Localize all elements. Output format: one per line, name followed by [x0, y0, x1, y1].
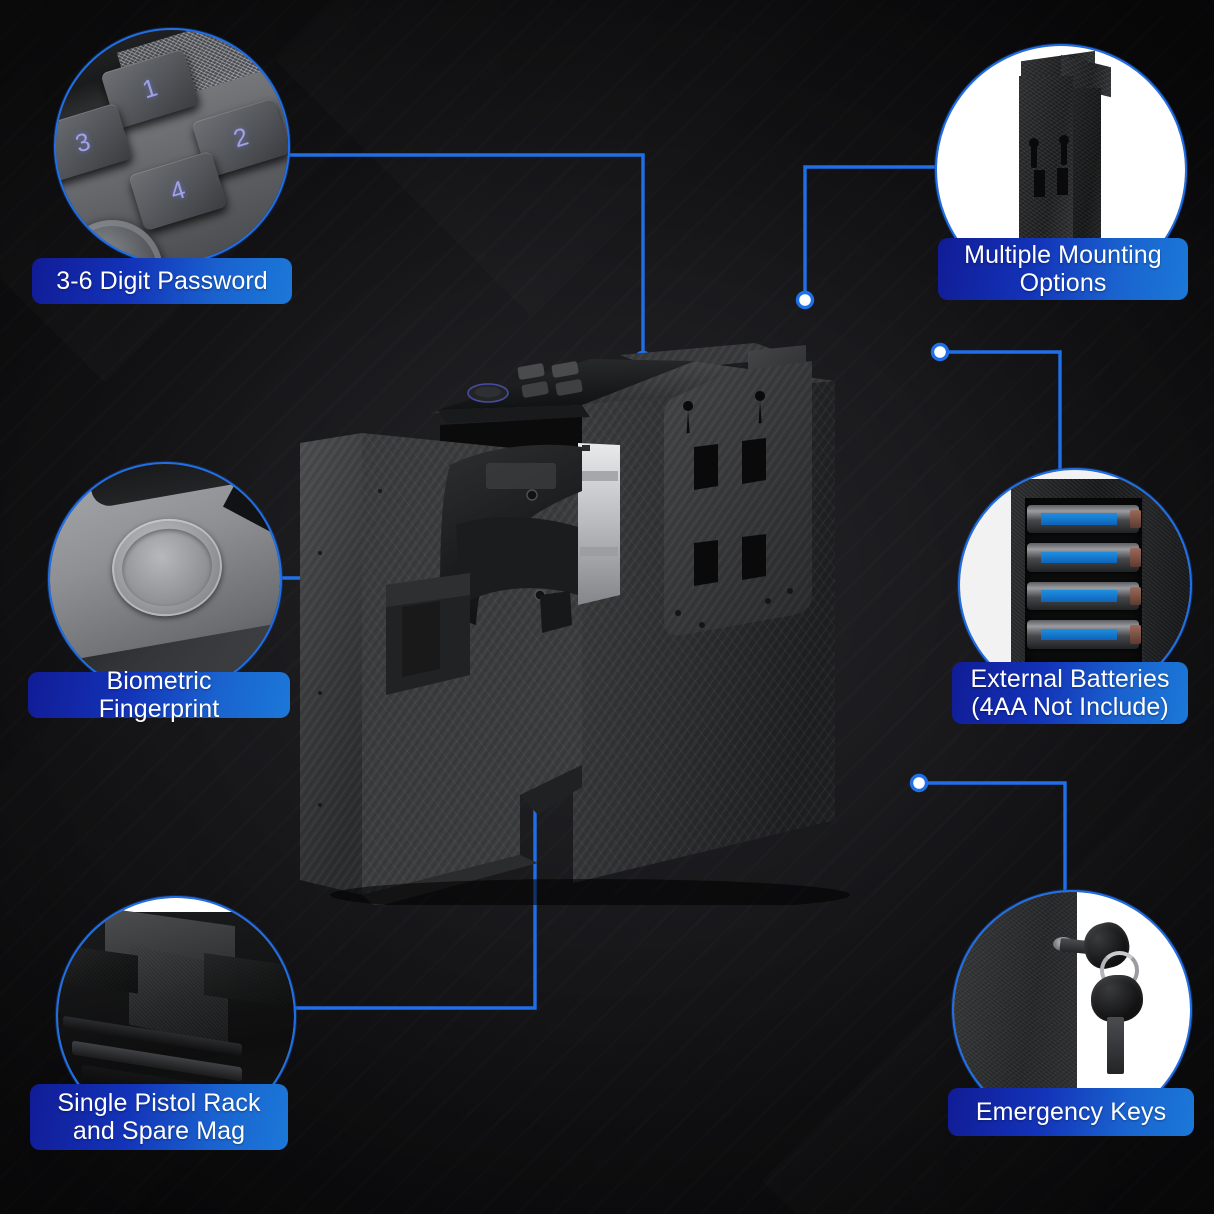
- product-shadow: [330, 879, 850, 911]
- badge-mounting-line2: Options: [1019, 269, 1107, 297]
- callout-fingerprint: [48, 462, 282, 696]
- badge-mounting: Multiple Mounting Options: [938, 238, 1188, 300]
- badge-fingerprint-label: Biometric Fingerprint: [98, 666, 220, 723]
- hanging-key-head: [1090, 974, 1143, 1022]
- bracket-slot-right-circle: [1059, 135, 1069, 146]
- battery-cell-4: [1027, 620, 1141, 649]
- dot-batteries: [930, 342, 950, 362]
- connector-batteries: [938, 350, 1062, 472]
- spare-magazine: [386, 573, 470, 695]
- battery-tray-photo: [960, 470, 1190, 700]
- bracket-slot-lower-right: [1057, 167, 1069, 195]
- battery-well: [1024, 498, 1142, 666]
- badge-batteries-line1: External Batteries: [970, 664, 1170, 693]
- pistol-lower: [456, 516, 578, 605]
- fingerprint-photo: [50, 464, 280, 694]
- product-handgun-safe: [290, 295, 950, 911]
- bracket-slot-left-circle: [1029, 137, 1040, 148]
- connector-password: [284, 153, 645, 355]
- pistol-grip-texture: [486, 463, 556, 489]
- badge-pistol-rack: Single Pistol Rack and Spare Mag: [30, 1084, 288, 1150]
- badge-keys-label: Emergency Keys: [975, 1097, 1167, 1126]
- keypad-buttons: [517, 361, 583, 398]
- badge-rack-line1: Single Pistol Rack: [57, 1088, 261, 1117]
- drawer-bottom-inner: [520, 765, 582, 815]
- badge-emergency-keys: Emergency Keys: [948, 1088, 1194, 1136]
- pistol-slide-serrations: [580, 471, 618, 481]
- keypad-photo: 1 2 3 4: [56, 30, 288, 262]
- drawer-screws: [318, 489, 382, 807]
- badge-rack-line2: and Spare Mag: [72, 1117, 246, 1145]
- keypad-panel-lip: [438, 405, 590, 423]
- mounting-bracket: [664, 345, 812, 636]
- battery-cell-2: [1027, 543, 1141, 572]
- dot-keys: [909, 773, 929, 793]
- badge-batteries: External Batteries (4AA Not Include): [952, 662, 1188, 724]
- safe-body-edge: [1144, 470, 1190, 700]
- battery-cell-1: [1027, 504, 1141, 534]
- mag-release: [540, 591, 572, 633]
- dot-mounting: [795, 290, 815, 310]
- badge-mounting-line1: Multiple Mounting: [964, 240, 1162, 269]
- bracket-plate-side: [1073, 88, 1101, 267]
- battery-cell-3: [1027, 581, 1141, 611]
- connector-keys: [917, 781, 1067, 902]
- bracket-slot-lower-left: [1033, 170, 1045, 198]
- bracket-slot-left-top: [1031, 142, 1038, 168]
- bracket-screws: [675, 588, 793, 628]
- hanging-key-blade: [1107, 1017, 1124, 1074]
- badge-fingerprint: Biometric Fingerprint: [28, 667, 290, 723]
- fingerprint-sensor-pad: [117, 522, 218, 613]
- badge-batteries-line2: (4AA Not Include): [971, 693, 1169, 721]
- bracket-slot-right-top: [1061, 140, 1067, 166]
- bracket-rect-slots: [694, 438, 766, 586]
- pistol: [440, 443, 620, 625]
- bracket-keyhole-slots: [683, 391, 766, 434]
- pistol-slide: [578, 443, 620, 605]
- battery-case: [1010, 479, 1154, 691]
- badge-password-label: 3-6 Digit Password: [56, 266, 268, 295]
- callout-password: 1 2 3 4: [54, 28, 290, 264]
- badge-password: 3-6 Digit Password: [32, 258, 292, 304]
